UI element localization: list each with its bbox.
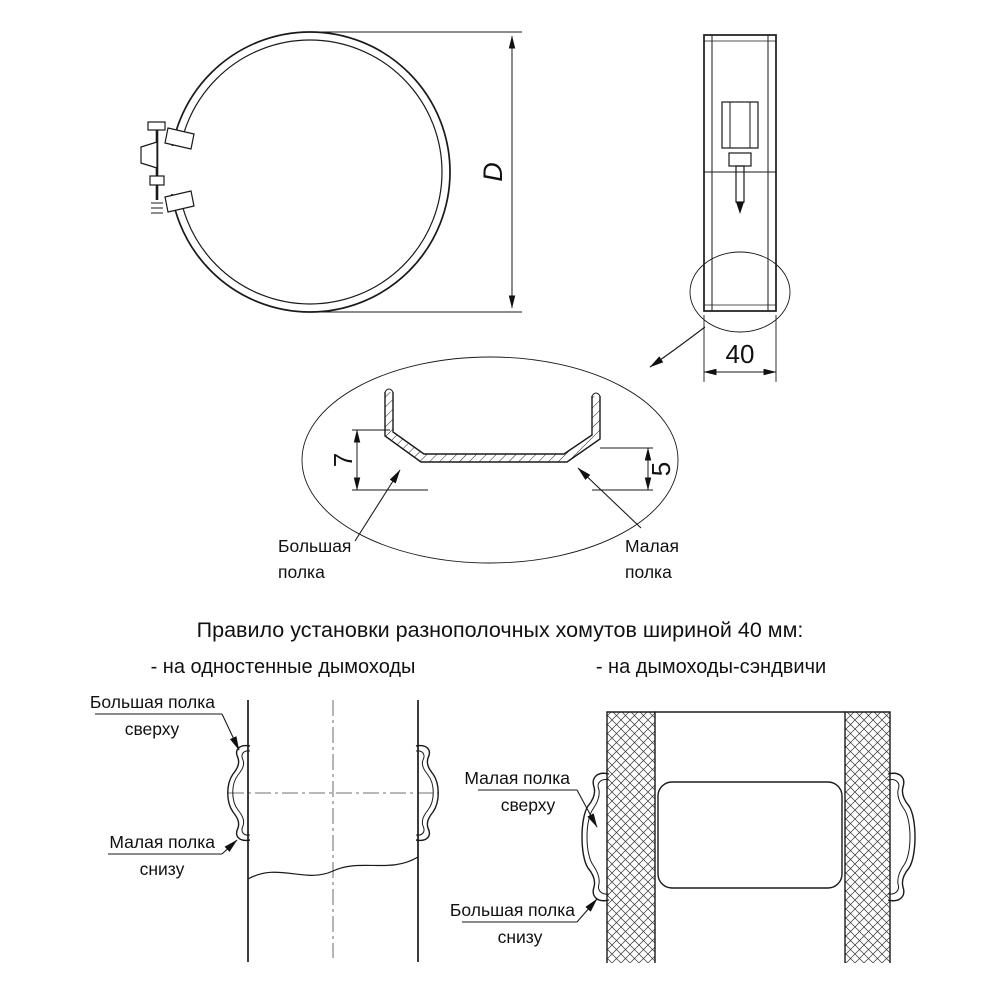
big-flange-label-line1: Большая [278, 536, 351, 556]
big-flange-leader [354, 469, 401, 542]
sdw-top-label-line1: Малая полка [464, 768, 570, 788]
pipe-break-line [247, 856, 419, 880]
sw-bottom-label-line2: снизу [140, 859, 185, 879]
sandwich-diagram: Малая полка сверху Большая полка снизу [450, 711, 916, 963]
band-gap [164, 146, 196, 194]
inner-joint [657, 781, 843, 889]
sw-top-label-line1: Большая полка [90, 692, 215, 712]
upper-tab [164, 127, 195, 150]
detail-callout-circle [689, 251, 791, 333]
clamp-profile-left [581, 772, 610, 902]
big-flange-dimension: 7 [328, 429, 428, 491]
small-flange-dimension: 5 [592, 447, 676, 491]
sdw-bottom-label-line1: Большая полка [450, 900, 575, 920]
dim-40-label: 40 [726, 339, 755, 369]
sdw-top-label-line2: сверху [501, 795, 556, 815]
sw-bottom-leader [221, 839, 238, 855]
small-flange-leader [577, 467, 642, 529]
detail-view: 7 5 Большая полка Малая полка [278, 356, 679, 582]
lock-front [721, 101, 759, 214]
bolt-tip [736, 202, 744, 214]
sw-top-label-line2: сверху [125, 719, 180, 739]
sdw-bottom-label-line2: снизу [498, 927, 543, 947]
bolt-head [147, 121, 166, 131]
clamp-profile-right [887, 772, 916, 902]
insulation-left [606, 711, 656, 963]
dim-7-label: 7 [328, 453, 358, 467]
wing-nut [140, 141, 158, 169]
subtitle-single-wall: - на одностенные дымоходы [151, 656, 416, 678]
lock-mechanism [140, 121, 195, 214]
dim-d-label: D [478, 162, 508, 182]
sw-bottom-label-line1: Малая полка [109, 832, 215, 852]
small-flange-label-line1: Малая [625, 536, 679, 556]
diameter-dimension: D [316, 31, 522, 313]
nut [149, 175, 165, 186]
sdw-bottom-leader [576, 898, 598, 923]
single-wall-diagram: Большая полка сверху Малая полка снизу [90, 692, 439, 962]
band-outline [703, 34, 777, 312]
clamp-profile-left [227, 744, 251, 842]
clamp-front-view: D [140, 31, 522, 313]
small-flange-label-line2: полка [625, 562, 672, 582]
subtitle-sandwich: - на дымоходы-сэндвичи [596, 656, 826, 678]
big-flange-label-line2: полка [278, 562, 325, 582]
lower-tab [164, 190, 195, 213]
insulation-right [844, 711, 891, 963]
detail-callout-arrow [649, 326, 706, 368]
clamp-profile-right [415, 744, 439, 842]
clamp-side-view: 40 [649, 34, 791, 382]
width-dimension: 40 [703, 315, 777, 382]
detail-ellipse [301, 356, 679, 564]
dim-5-label: 5 [646, 462, 676, 476]
sdw-top-leader [576, 789, 598, 828]
page-title: Правило установки разнополочных хомутов … [197, 618, 804, 642]
sw-top-leader [221, 713, 240, 751]
